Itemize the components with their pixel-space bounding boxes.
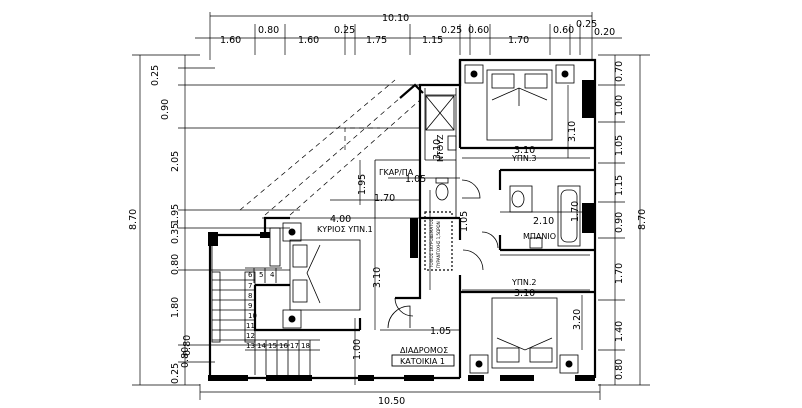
svg-text:8: 8 [248,292,252,300]
svg-text:1.15: 1.15 [614,175,625,196]
svg-text:0.80: 0.80 [182,335,193,356]
svg-text:3.20: 3.20 [572,309,583,330]
svg-text:10.50: 10.50 [378,396,405,407]
room-label-bathroom: ΜΠΑΝΙΟ [523,232,556,241]
svg-text:3.10: 3.10 [567,121,578,142]
room-labels: ΝΤΟΥΖ ΓΚΑΡ/ΠΑ ΥΠΝ.3 ΚΥΡΙΟΣ ΥΠΝ.1 ΜΠΑΝΙΟ … [317,134,556,366]
svg-text:5: 5 [259,271,263,279]
room-label-bedroom2: ΥΠΝ.2 [511,278,537,287]
svg-text:14: 14 [257,342,266,350]
svg-text:1.75: 1.75 [366,35,387,46]
room-label-closet: ΓΚΑΡ/ΠΑ [379,168,414,177]
room-label-corridor: ΔΙΑΔΡΟΜΟΣ [400,346,448,355]
svg-text:18: 18 [301,342,310,350]
svg-text:1.95: 1.95 [170,204,181,225]
stair-numbers: 6 5 4 7 8 9 10 11 12 13 14 15 16 17 18 [246,271,310,350]
svg-text:12: 12 [246,332,255,340]
bed-bedroom2 [469,297,579,374]
svg-text:1.70: 1.70 [570,201,581,222]
fire-wall [424,211,453,271]
svg-text:1.70: 1.70 [508,35,529,46]
svg-text:10: 10 [248,312,257,320]
svg-text:2.05: 2.05 [170,151,181,172]
svg-text:3.10: 3.10 [514,288,535,299]
svg-text:1.05: 1.05 [430,326,451,337]
svg-text:2.10: 2.10 [533,216,554,227]
svg-text:1.60: 1.60 [298,35,319,46]
svg-text:0.80: 0.80 [180,347,191,368]
svg-text:6: 6 [248,271,253,279]
svg-text:0.90: 0.90 [614,212,625,233]
bed-bedroom1 [269,222,361,329]
svg-text:3.10: 3.10 [372,267,383,288]
svg-text:0.90: 0.90 [160,99,171,120]
wc-fixtures [425,95,457,201]
svg-text:8.70: 8.70 [128,209,139,230]
svg-text:0.25: 0.25 [441,25,462,36]
svg-text:1.00: 1.00 [614,95,625,116]
svg-text:1.60: 1.60 [220,35,241,46]
svg-text:1.80: 1.80 [170,297,181,318]
svg-text:1.05: 1.05 [614,135,625,156]
svg-text:17: 17 [290,342,299,350]
svg-text:1.95: 1.95 [357,174,368,195]
svg-text:15: 15 [268,342,277,350]
svg-text:0.60: 0.60 [468,25,489,36]
doors [387,179,499,329]
dimension-values: 10.10 1.60 0.80 1.60 0.25 1.75 1.15 0.25… [128,13,648,407]
unit-label-box [391,354,455,367]
columns [208,80,595,381]
svg-text:0.35: 0.35 [170,223,181,244]
svg-text:0.25: 0.25 [334,25,355,36]
staircase [211,79,424,375]
svg-text:4: 4 [270,271,275,279]
svg-text:1.40: 1.40 [614,321,625,342]
svg-text:0.25: 0.25 [170,363,181,384]
svg-text:7: 7 [248,282,252,290]
svg-text:8.70: 8.70 [637,209,648,230]
svg-text:0.20: 0.20 [594,27,615,38]
svg-text:10.10: 10.10 [382,13,409,24]
svg-text:1.15: 1.15 [422,35,443,46]
svg-text:1.00: 1.00 [352,339,363,360]
svg-text:9: 9 [248,302,252,310]
svg-text:1.70: 1.70 [614,263,625,284]
svg-text:3.10: 3.10 [514,145,535,156]
svg-text:0.70: 0.70 [614,61,625,82]
fire-wall-note-2: ΠΥΡΑΝΤΟΧΗΣ 1,5ΩΡΩΝ [436,221,441,268]
svg-text:0.60: 0.60 [553,25,574,36]
svg-text:0.80: 0.80 [170,254,181,275]
svg-text:1.05: 1.05 [405,174,426,185]
svg-text:0.80: 0.80 [258,25,279,36]
room-label-bedroom1: ΚΥΡΙΟΣ ΥΠΝ.1 [317,225,373,234]
svg-text:0.80: 0.80 [614,359,625,380]
room-label-bedroom3: ΥΠΝ.3 [511,154,537,163]
svg-text:16: 16 [279,342,288,350]
svg-text:11: 11 [246,322,255,330]
unit-label: ΚΑΤΟΙΚΙΑ 1 [400,357,445,366]
bathroom-fixtures [509,185,581,249]
svg-text:0.25: 0.25 [576,19,597,30]
svg-text:1.05: 1.05 [459,211,470,232]
fire-wall-note-1: ΤΟΙΧΟΣ ΣΚΥΡΟΔΕΜΑΤΟΣ [429,218,434,269]
room-label-wc: ΝΤΟΥΖ [436,134,445,162]
svg-text:4.00: 4.00 [330,214,351,225]
svg-text:13: 13 [246,342,255,350]
svg-text:1.70: 1.70 [374,193,395,204]
svg-text:0.25: 0.25 [150,65,161,86]
svg-text:3.10: 3.10 [432,139,443,160]
bed-bedroom3 [464,64,575,141]
